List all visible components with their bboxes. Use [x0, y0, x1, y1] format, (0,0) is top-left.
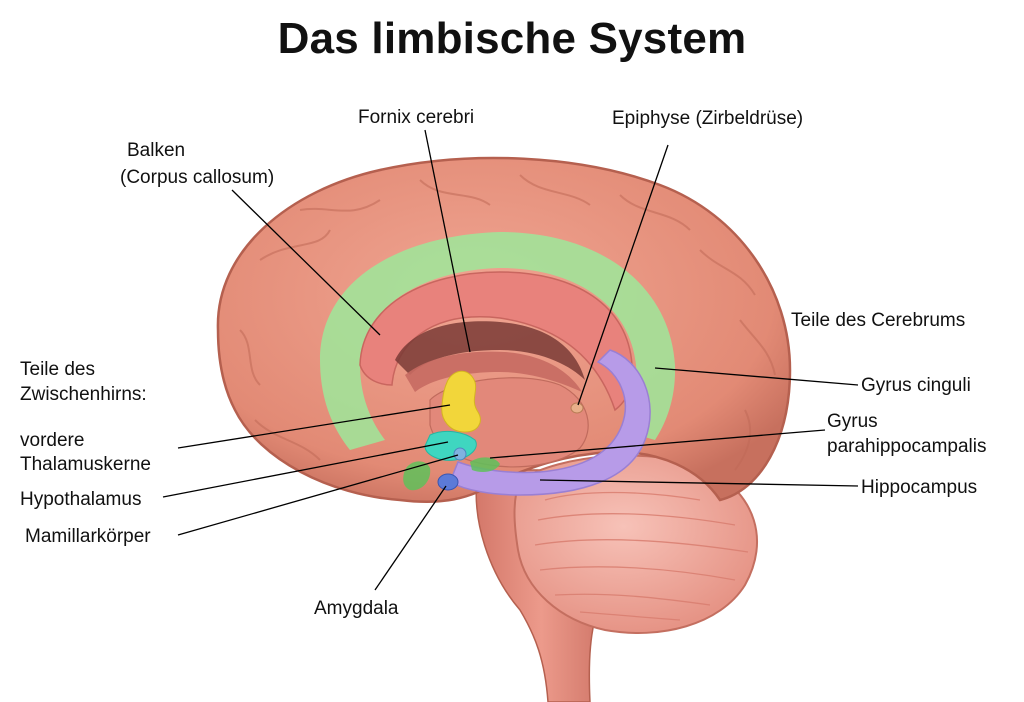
mamillarkoerper-shape: [453, 447, 467, 461]
leader-balken: [231, 189, 381, 336]
amygdala-shape: [437, 473, 459, 491]
label-vordere-1: vordere: [20, 430, 85, 451]
leader-fornix: [424, 129, 471, 353]
label-fornix: Fornix cerebri: [358, 107, 475, 128]
leader-hypothalamus: [162, 441, 449, 498]
diagram-title: Das limbische System: [277, 14, 747, 63]
label-gyrus-para-1: Gyrus: [827, 411, 878, 432]
label-teile-zwischenhirn-1: Teile des: [20, 359, 95, 380]
label-hypothalamus: Hypothalamus: [20, 489, 142, 510]
fornix: [395, 321, 585, 380]
label-gyrus-para-2: parahippocampalis: [827, 436, 987, 457]
vordere-thalamuskerne-shape: [441, 370, 481, 433]
epiphyse-shape: [570, 402, 584, 414]
label-teile-cerebrum: Teile des Cerebrums: [791, 310, 966, 331]
leader-hippocampus: [539, 479, 859, 487]
leader-gyrus-cinguli: [654, 367, 859, 386]
leader-mamillar: [177, 454, 459, 536]
label-gyrus-cinguli: Gyrus cinguli: [861, 375, 971, 396]
label-corpus-callosum: (Corpus callosum): [120, 167, 275, 188]
label-mamillar: Mamillarkörper: [25, 526, 151, 547]
leader-amygdala: [374, 485, 447, 591]
label-amygdala: Amygdala: [314, 598, 399, 619]
leader-gyrus-para: [489, 429, 826, 459]
label-epiphyse: Epiphyse (Zirbeldrüse): [612, 108, 804, 129]
label-balken: Balken: [127, 140, 186, 161]
label-hippocampus: Hippocampus: [861, 477, 978, 498]
label-vordere-2: Thalamuskerne: [20, 454, 151, 475]
label-teile-zwischenhirn-2: Zwischenhirns:: [20, 384, 147, 405]
leader-epiphyse: [577, 144, 669, 406]
leader-vordere: [177, 404, 451, 449]
gyrus-cinguli-band: [320, 232, 676, 450]
